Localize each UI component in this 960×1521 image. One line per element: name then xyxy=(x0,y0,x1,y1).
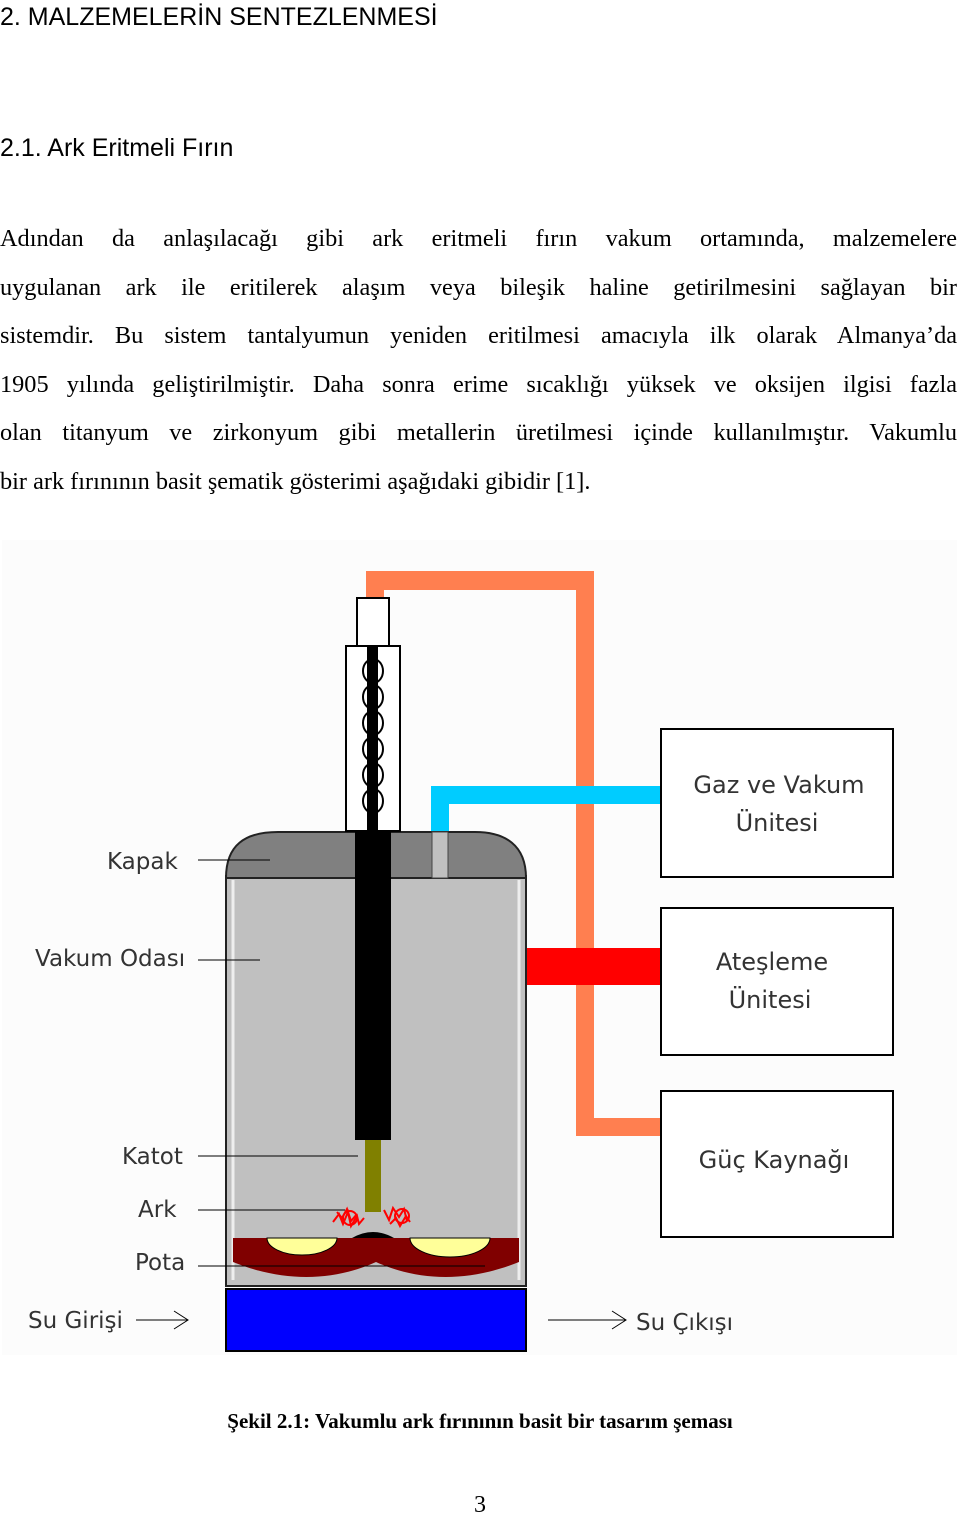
label-leaders xyxy=(136,859,627,1330)
gas-vacuum-unit: Gaz ve Vakum Ünitesi xyxy=(660,728,894,878)
section-heading: 2. MALZEMELERİN SENTEZLENMESİ xyxy=(0,3,438,31)
label-su-girisi: Su Girişi xyxy=(28,1308,123,1334)
gas-inlet-stub xyxy=(431,831,449,879)
paragraph-line: 1905 yılında geliştirilmiştir. Daha sonr… xyxy=(0,370,957,398)
ignition-unit-line-1: Ateşleme xyxy=(716,948,828,976)
gas-vacuum-unit-line-1: Gaz ve Vakum xyxy=(693,771,864,799)
subsection-heading: 2.1. Ark Eritmeli Fırın xyxy=(0,134,234,162)
body-paragraph: Adından da anlaşılacağı gibi ark eritmel… xyxy=(0,215,957,507)
arc-furnace-diagram: Gaz ve Vakum Ünitesi Ateşleme Ünitesi Gü… xyxy=(2,540,957,1355)
paragraph-line: bir ark fırınının basit şematik gösterim… xyxy=(0,467,591,495)
label-su-cikisi: Su Çıkışı xyxy=(636,1310,733,1336)
power-line xyxy=(366,571,662,1136)
label-katot: Katot xyxy=(122,1144,183,1170)
power-supply-unit: Güç Kaynağı xyxy=(660,1090,894,1238)
label-ark: Ark xyxy=(138,1197,177,1223)
melt-pool-left xyxy=(266,1237,338,1256)
electrode-rod xyxy=(355,832,391,1140)
ingot xyxy=(352,1232,394,1238)
ignition-unit: Ateşleme Ünitesi xyxy=(660,907,894,1056)
label-pota: Pota xyxy=(135,1250,185,1276)
gas-line xyxy=(431,786,661,836)
paragraph-line: Adından da anlaşılacağı gibi ark eritmel… xyxy=(0,225,957,252)
paragraph-line: olan titanyum ve zirkonyum gibi metaller… xyxy=(0,419,957,447)
arc-sparks xyxy=(332,1205,411,1229)
melt-pool-right xyxy=(409,1237,491,1258)
label-vakum-odasi: Vakum Odası xyxy=(35,946,185,972)
cathode-tip xyxy=(365,1140,381,1212)
electrode-rod-upper xyxy=(367,646,378,832)
electrode-holder-top xyxy=(356,597,390,647)
gas-vacuum-unit-line-2: Ünitesi xyxy=(736,808,819,837)
water-jacket xyxy=(225,1288,527,1352)
power-supply-unit-label: Güç Kaynağı xyxy=(699,1146,850,1174)
figure-caption: Şekil 2.1: Vakumlu ark fırınının basit b… xyxy=(227,1409,733,1433)
label-kapak: Kapak xyxy=(107,849,178,875)
page-number: 3 xyxy=(474,1492,486,1518)
ignition-unit-line-2: Ünitesi xyxy=(729,985,812,1014)
paragraph-line: uygulanan ark ile eritilerek alaşım veya… xyxy=(0,273,957,301)
ignition-line xyxy=(526,948,662,985)
paragraph-line: sistemdir. Bu sistem tantalyumun yeniden… xyxy=(0,322,957,350)
